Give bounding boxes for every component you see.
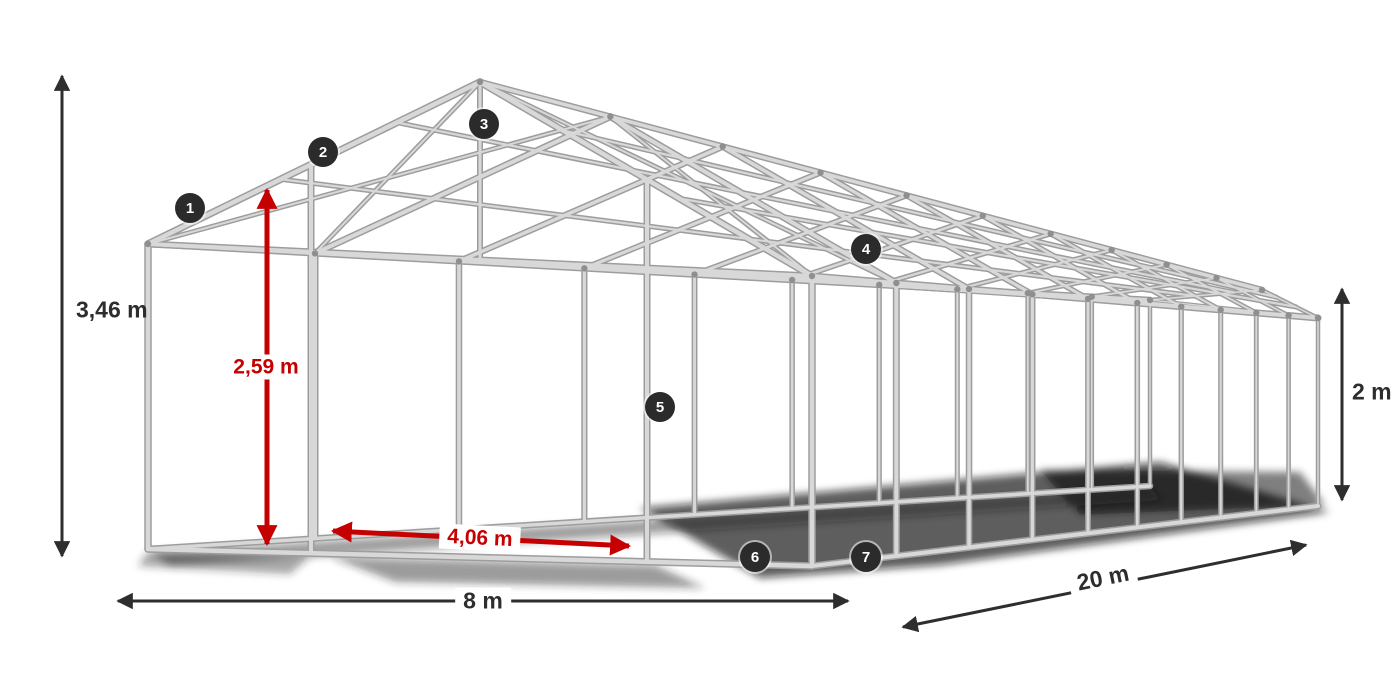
width-label: 8 m (455, 587, 511, 615)
part-badge-1[interactable]: 1 (175, 193, 205, 223)
side-height-label: 2 m (1352, 378, 1392, 405)
part-badge-4[interactable]: 4 (851, 234, 881, 264)
part-badge-6[interactable]: 6 (740, 542, 770, 572)
part-badge-5[interactable]: 5 (645, 392, 675, 422)
part-badge-3[interactable]: 3 (469, 109, 499, 139)
part-badge-2[interactable]: 2 (308, 137, 338, 167)
inner-width-label: 4,06 m (438, 523, 522, 553)
total-height-label: 3,46 m (76, 296, 148, 323)
part-badge-7[interactable]: 7 (851, 542, 881, 572)
inner-height-label: 2,59 m (225, 354, 307, 380)
